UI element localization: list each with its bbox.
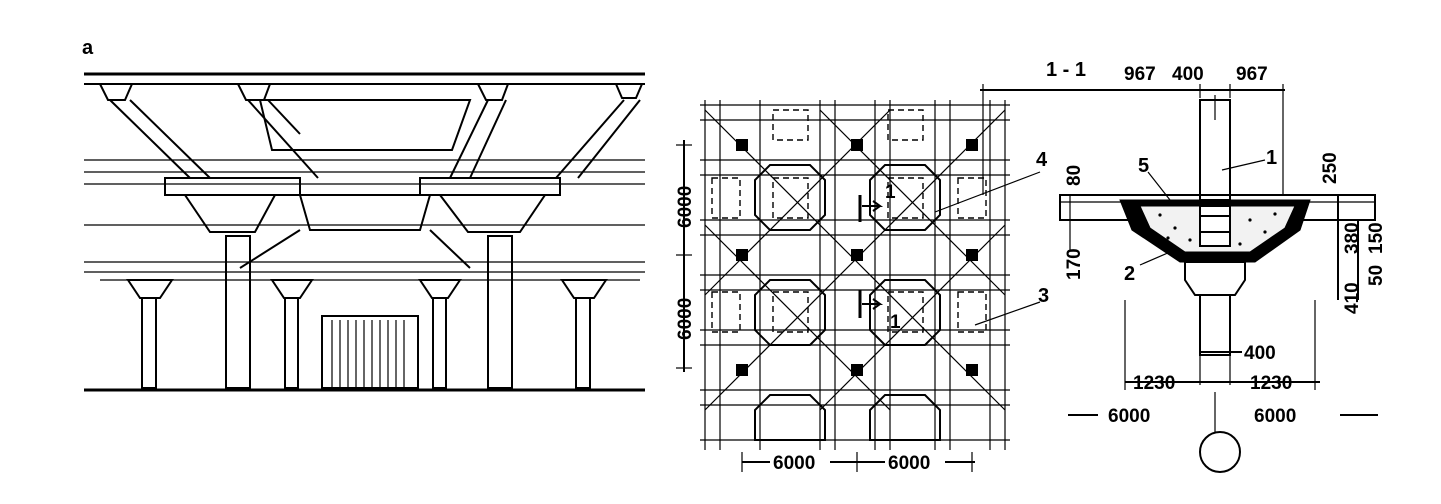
dim-410: 410 — [1342, 282, 1363, 314]
rib-notch — [237, 83, 271, 101]
column-node — [966, 249, 978, 261]
callout-leader-2 — [1139, 251, 1171, 266]
dim-400-column: 400 — [1244, 343, 1276, 364]
column — [575, 297, 591, 389]
column-node — [851, 249, 863, 261]
column — [141, 297, 157, 389]
dim-6000-span-right: 6000 — [1254, 406, 1296, 427]
column-node — [851, 364, 863, 376]
capital-cone — [437, 194, 547, 233]
callout-4: 4 — [1036, 149, 1048, 171]
dim-380: 380 — [1342, 222, 1363, 254]
dim-6000-vertical-bottom: 6000 — [675, 298, 696, 340]
perspective-view: a — [82, 37, 645, 392]
dim-1230-left: 1230 — [1133, 373, 1175, 394]
capital-cone — [418, 279, 462, 299]
column-node — [736, 364, 748, 376]
section-arrow — [862, 298, 884, 310]
capital-plate — [419, 177, 561, 196]
lower-column — [1199, 294, 1231, 356]
rib-notch — [615, 83, 643, 99]
dim-6000-span-left: 6000 — [1108, 406, 1150, 427]
column-node — [966, 364, 978, 376]
column — [487, 235, 513, 389]
capital-plate — [164, 177, 301, 196]
callout-leader-4 — [934, 171, 1041, 213]
callout-5: 5 — [1138, 155, 1149, 177]
beam — [109, 99, 211, 179]
dim-967-right: 967 — [1236, 64, 1268, 85]
column — [284, 297, 299, 389]
slab — [1059, 194, 1376, 221]
callout-2: 2 — [1124, 263, 1135, 285]
dim-50: 50 — [1366, 265, 1387, 286]
dim-label-bg — [770, 450, 830, 472]
capital-cone — [270, 279, 314, 299]
coffer — [298, 194, 432, 231]
column-node — [736, 249, 748, 261]
column-node — [736, 139, 748, 151]
capital-cone — [183, 194, 277, 233]
callout-leader-1 — [1221, 159, 1266, 171]
section-view: 1 - 1 967 400 967 2 5 — [980, 59, 1387, 473]
column — [225, 235, 251, 389]
callout-leader-5 — [1147, 171, 1171, 201]
dim-6000-vertical-top: 6000 — [675, 186, 696, 228]
door-hatching — [331, 320, 405, 388]
dim-967-left: 967 — [1124, 64, 1156, 85]
section-title: 1 - 1 — [1046, 59, 1086, 81]
beam — [555, 99, 641, 179]
section-marker-bottom: 1 — [890, 312, 901, 333]
column-nodes — [736, 139, 978, 376]
capital-cone — [560, 279, 608, 299]
dim-400-top: 400 — [1172, 64, 1204, 85]
dim-80: 80 — [1064, 165, 1085, 186]
section-marker-top: 1 — [885, 182, 896, 203]
dim-150: 150 — [1366, 222, 1387, 254]
aggregate-dots — [1158, 212, 1277, 246]
dim-250: 250 — [1320, 152, 1341, 184]
rib-notch — [477, 83, 509, 101]
callout-1: 1 — [1266, 147, 1277, 169]
rib-notch — [99, 83, 133, 101]
dim-6000-horizontal-right: 6000 — [888, 453, 930, 474]
section-arrow — [862, 200, 884, 212]
beam — [449, 99, 507, 179]
callout-leader-3 — [974, 301, 1041, 326]
panel-label-a: a — [82, 37, 94, 59]
capital-cone — [126, 279, 174, 299]
dim-label-bg — [885, 450, 945, 472]
octagon-coffers — [754, 164, 941, 441]
dashed-coffers — [711, 109, 987, 333]
column — [432, 297, 447, 389]
dim-6000-horizontal-left: 6000 — [773, 453, 815, 474]
rib-grid — [700, 100, 1010, 450]
column-capital — [1184, 261, 1246, 296]
beam — [247, 99, 319, 179]
plan-view: 6000 6000 6000 6000 1 1 4 3 — [675, 100, 1049, 474]
column-joint — [1199, 205, 1231, 247]
column-circle — [1199, 431, 1241, 473]
doorway — [321, 315, 419, 389]
dim-170: 170 — [1064, 248, 1085, 280]
dim-1230-right: 1230 — [1250, 373, 1292, 394]
callout-3: 3 — [1038, 285, 1049, 307]
column-node — [851, 139, 863, 151]
column-node — [966, 139, 978, 151]
